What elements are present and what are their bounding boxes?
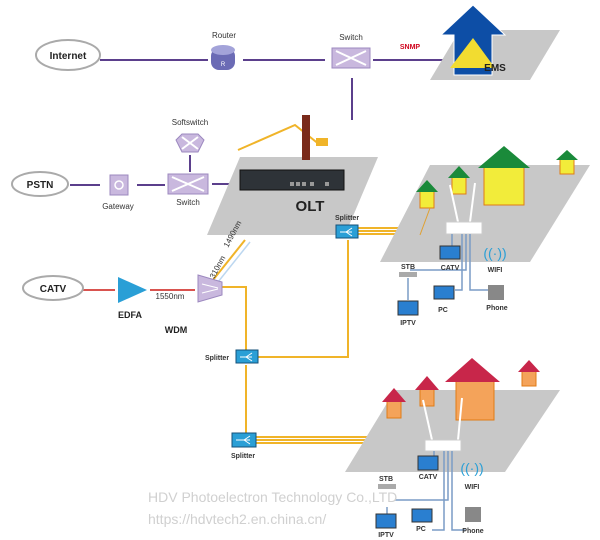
pc-icon [433,285,455,300]
wifi-icon: ((·)) [460,460,483,476]
splitter-icon [335,224,359,239]
router-icon: R [211,45,235,70]
catv-device-label: CATV [441,265,460,272]
iptv-label: IPTV [378,532,394,539]
splitter-label: Splitter [205,355,229,362]
tv-icon [417,455,439,471]
splitter-icon [235,349,259,364]
pstn-label: PSTN [27,180,54,191]
switch-mid-label: Switch [176,198,200,207]
pc-icon [411,508,433,523]
edfa-icon [118,277,147,303]
olt-label: OLT [296,198,325,215]
watermark-company: HDV Photoelectron Technology Co.,LTD [148,489,397,505]
splitter-label: Splitter [335,215,359,222]
bottom-community-icon [345,358,560,472]
phone-icon [488,285,504,300]
ethernet-links [70,59,445,186]
switch-icon [331,47,371,69]
olt-building-icon [207,115,378,235]
phone-icon [465,507,481,522]
gateway-icon [109,174,129,196]
top-community-icon [380,146,590,262]
stb-label: STB [401,264,415,271]
gateway-label: Gateway [102,202,134,211]
pc-label: PC [438,307,448,314]
phone-label: Phone [486,305,507,312]
catv-label: CATV [40,284,67,295]
ems-icon [430,4,560,80]
ont-router-icon [445,221,483,235]
tv-icon [439,245,461,260]
wifi-icon: ((·)) [483,245,506,261]
wdm-icon [197,274,223,303]
home-wiring [386,451,465,531]
phone-label: Phone [462,528,483,535]
iptv-label: IPTV [400,320,416,327]
stb-icon [378,484,396,489]
ont-router-icon [424,439,462,452]
wavelength-1550-label: 1550nm [156,292,185,301]
internet-cloud: Internet [35,39,101,71]
iptv-icon [375,513,397,529]
wifi-label: WIFI [465,484,480,491]
edfa-label: EDFA [118,310,143,320]
switch-icon [167,173,209,195]
ems-label: EMS [484,63,506,74]
softswitch-icon [175,133,205,153]
router-label: Router [212,31,236,40]
stb-label: STB [379,476,393,483]
internet-label: Internet [50,51,87,62]
snmp-label: SNMP [400,44,421,51]
iptv-icon [397,300,419,316]
svg-text:R: R [221,62,226,68]
stb-icon [399,272,417,277]
catv-device-label: CATV [419,474,438,481]
wifi-label: WIFI [488,267,503,274]
pstn-cloud: PSTN [11,171,69,197]
catv-cloud: CATV [22,275,84,301]
softswitch-label: Softswitch [172,118,208,127]
watermark-url: https://hdvtech2.en.china.cn/ [148,511,326,527]
home-wiring [407,234,490,300]
splitter-icon [231,432,257,448]
splitter-label: Splitter [231,453,255,460]
wdm-label: WDM [165,325,188,335]
switch-top-label: Switch [339,33,363,42]
pc-label: PC [416,526,426,533]
